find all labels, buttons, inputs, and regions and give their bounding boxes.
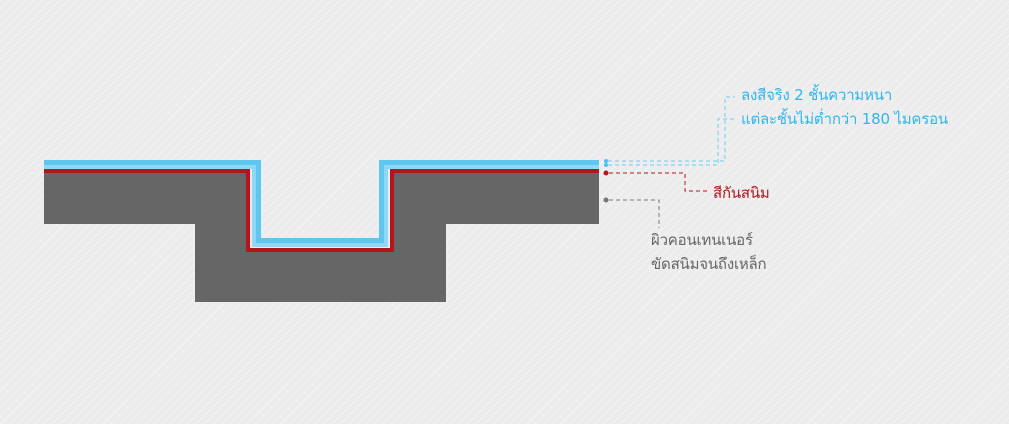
primer-label-text: สีกันสนิม	[713, 184, 770, 202]
paint-label-line1: ลงสีจริง 2 ชั้นความหนา	[741, 86, 893, 104]
surface-label-line2: ขัดสนิมจนถึงเหล็ก	[651, 255, 767, 273]
paint-layer-outer	[44, 160, 599, 243]
primer-layer	[44, 169, 599, 252]
surface-label: ผิวคอนเทนเนอร์ ขัดสนิมจนถึงเหล็ก	[651, 228, 767, 276]
surface-leader-line	[603, 197, 660, 228]
paint-label: ลงสีจริง 2 ชั้นความหนา แต่ละชั้นไม่ต่ำกว…	[741, 83, 948, 131]
paint-leader-line	[604, 96, 735, 167]
paint-label-line2: แต่ละชั้นไม่ต่ำกว่า 180 ไมครอน	[741, 110, 948, 128]
surface-label-line1: ผิวคอนเทนเนอร์	[651, 231, 753, 249]
primer-leader-line	[603, 170, 708, 192]
primer-label: สีกันสนิม	[713, 181, 770, 205]
paint-layer-inner	[44, 165, 599, 247]
container-steel-profile	[44, 169, 599, 302]
